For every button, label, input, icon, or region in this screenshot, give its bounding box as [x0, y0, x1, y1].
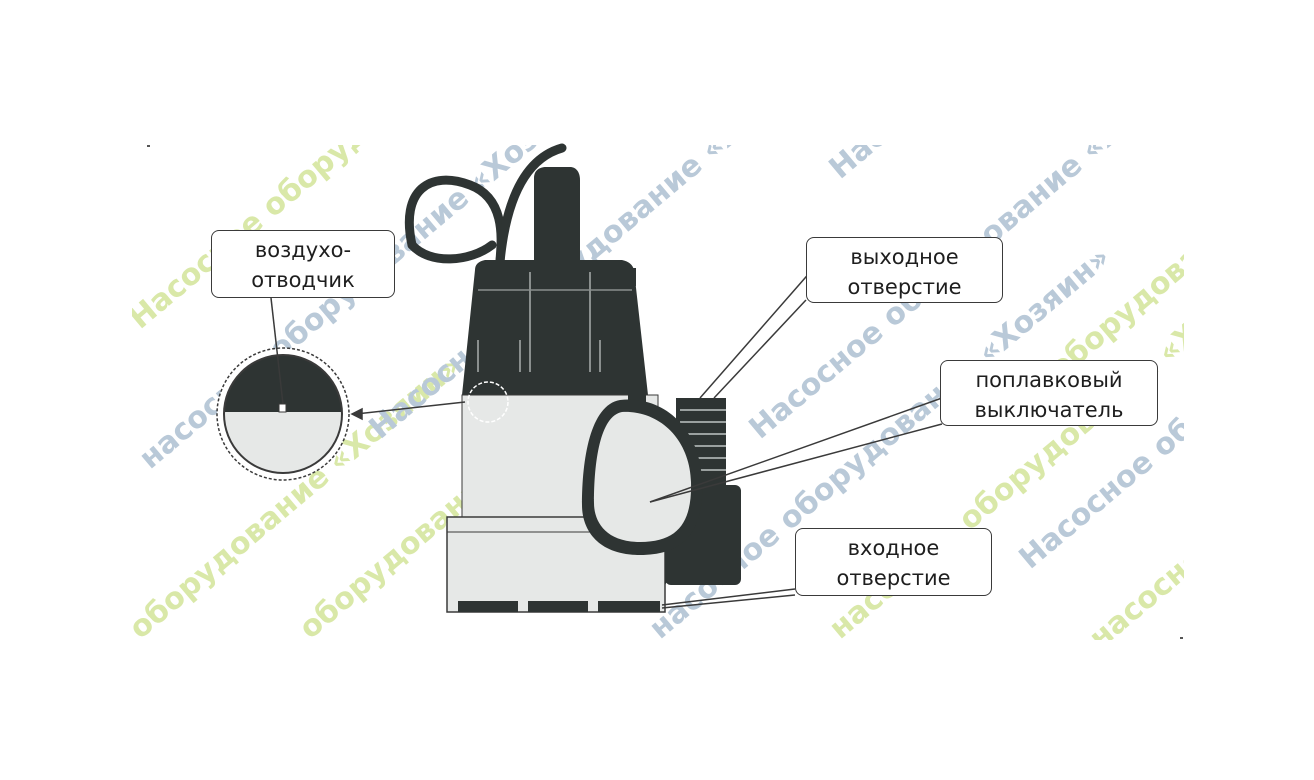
air-vent-magnifier — [216, 347, 350, 481]
air-vent-marker — [467, 381, 509, 423]
float-switch — [582, 378, 703, 555]
callout-air-vent-line1: воздухо- — [254, 238, 352, 262]
callout-inlet-line2: отверстие — [836, 566, 951, 590]
panel-corner-mark — [147, 145, 150, 147]
callout-float-switch-line2: выключатель — [974, 398, 1124, 422]
callout-air-vent-line2: отводчик — [251, 268, 355, 292]
pump-handle — [534, 167, 580, 262]
callout-outlet: выходное отверстие — [806, 237, 1003, 303]
callout-air-vent: воздухо- отводчик — [211, 230, 395, 298]
callout-outlet-line2: отверстие — [847, 275, 962, 299]
callout-outlet-line1: выходное — [850, 245, 959, 269]
callout-float-switch: поплавковый выключатель — [940, 360, 1158, 426]
motor-housing — [462, 260, 648, 395]
inlet-openings — [458, 601, 660, 612]
callout-inlet: входное отверстие — [795, 528, 992, 596]
callout-float-switch-line1: поплавковый — [975, 368, 1123, 392]
panel-corner-mark — [1180, 637, 1183, 639]
leader-lines — [270, 269, 943, 609]
callout-inlet-line1: входное — [847, 536, 940, 560]
